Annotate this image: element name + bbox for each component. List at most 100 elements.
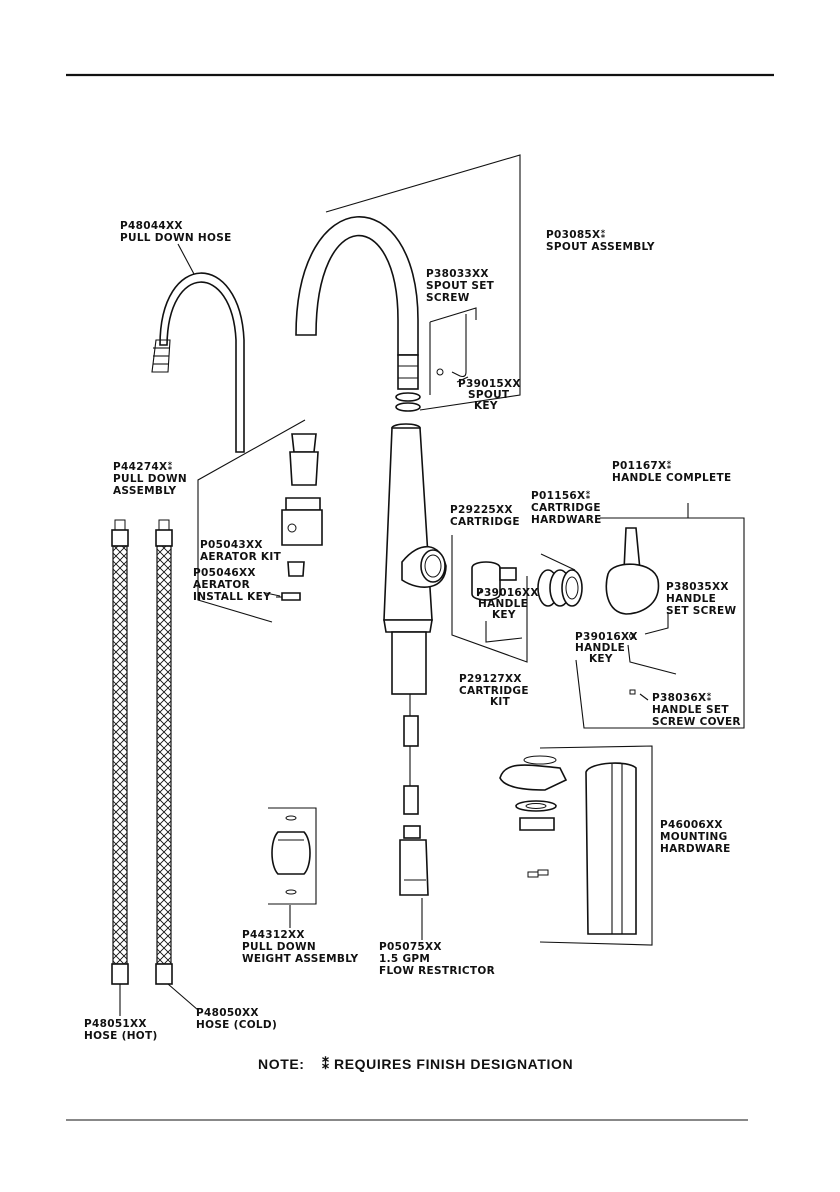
label-handle-key-2: P39016XX HANDLE KEY bbox=[575, 631, 638, 665]
label-pull-down-hose: P48044XX PULL DOWN HOSE bbox=[120, 220, 232, 244]
svg-text:HOSE (HOT): HOSE (HOT) bbox=[84, 1030, 158, 1042]
mounting-hardware-part bbox=[499, 755, 637, 935]
svg-text:HANDLE: HANDLE bbox=[666, 593, 716, 605]
spout-assembly-bracket bbox=[325, 154, 521, 411]
svg-text:PULL DOWN HOSE: PULL DOWN HOSE bbox=[120, 232, 232, 244]
cartridge-part bbox=[471, 561, 517, 601]
label-spout-assembly: P03085X⁑ SPOUT ASSEMBLY bbox=[546, 229, 655, 253]
label-handle-key-1: P39016XX HANDLE KEY bbox=[476, 587, 539, 621]
svg-text:AERATOR: AERATOR bbox=[193, 579, 250, 591]
svg-text:P01167X⁑: P01167X⁑ bbox=[612, 460, 672, 472]
pull-down-hose-part bbox=[151, 272, 245, 453]
handle-part bbox=[605, 527, 660, 615]
label-hose-cold: P48050XX HOSE (COLD) bbox=[196, 1007, 277, 1031]
label-cartridge-kit: P29127XX CARTRIDGE KIT bbox=[459, 673, 529, 708]
svg-text:P48050XX: P48050XX bbox=[196, 1007, 259, 1019]
svg-text:P03085X⁑: P03085X⁑ bbox=[546, 229, 606, 241]
handle-key-1-part bbox=[485, 621, 523, 643]
svg-text:HOSE (COLD): HOSE (COLD) bbox=[196, 1019, 277, 1031]
faucet-body-part bbox=[383, 423, 447, 896]
svg-text:P05075XX: P05075XX bbox=[379, 941, 442, 953]
svg-text:HANDLE: HANDLE bbox=[478, 598, 528, 610]
svg-text:CARTRIDGE: CARTRIDGE bbox=[531, 502, 601, 514]
svg-text:P39016XX: P39016XX bbox=[575, 631, 638, 643]
svg-text:CARTRIDGE: CARTRIDGE bbox=[459, 685, 529, 697]
label-flow-restrictor: P05075XX 1.5 GPM FLOW RESTRICTOR bbox=[379, 941, 495, 977]
aerator-key-part bbox=[276, 592, 301, 601]
svg-text:P29225XX: P29225XX bbox=[450, 504, 513, 516]
svg-text:HANDLE SET: HANDLE SET bbox=[652, 704, 729, 716]
svg-text:FLOW RESTRICTOR: FLOW RESTRICTOR bbox=[379, 965, 495, 977]
spout-set-screw-part bbox=[436, 368, 444, 376]
svg-text:SPOUT SET: SPOUT SET bbox=[426, 280, 495, 292]
svg-text:SPOUT: SPOUT bbox=[468, 389, 510, 401]
svg-text:CARTRIDGE: CARTRIDGE bbox=[450, 516, 520, 528]
svg-text:P29127XX: P29127XX bbox=[459, 673, 522, 685]
handle-complete-bracket bbox=[575, 517, 745, 729]
svg-text:P46006XX: P46006XX bbox=[660, 819, 723, 831]
pull-down-assembly-bracket bbox=[197, 419, 306, 623]
svg-text:SCREW COVER: SCREW COVER bbox=[652, 716, 741, 728]
svg-text:AERATOR KIT: AERATOR KIT bbox=[200, 551, 282, 563]
weight-bracket bbox=[268, 807, 317, 905]
svg-text:PULL DOWN: PULL DOWN bbox=[242, 941, 316, 953]
weight-part bbox=[271, 815, 311, 895]
svg-text:P44312XX: P44312XX bbox=[242, 929, 305, 941]
handle-set-screw-leader bbox=[644, 612, 669, 635]
label-handle-complete: P01167X⁑ HANDLE COMPLETE bbox=[612, 460, 731, 484]
svg-text:P44274X⁑: P44274X⁑ bbox=[113, 461, 173, 473]
label-handle-set-screw-cover: P38036X⁑ HANDLE SET SCREW COVER bbox=[652, 692, 741, 728]
svg-text:SET SCREW: SET SCREW bbox=[666, 605, 736, 617]
label-weight-assembly: P44312XX PULL DOWN WEIGHT ASSEMBLY bbox=[242, 929, 359, 965]
label-cartridge-hardware: P01156X⁑ CARTRIDGE HARDWARE bbox=[531, 490, 602, 526]
label-cartridge: P29225XX CARTRIDGE bbox=[450, 504, 520, 528]
spout-part bbox=[295, 216, 421, 412]
svg-text:P38033XX: P38033XX bbox=[426, 268, 489, 280]
label-handle-set-screw: P38035XX HANDLE SET SCREW bbox=[666, 581, 736, 617]
leader-hose-cold bbox=[167, 983, 199, 1011]
svg-text:MOUNTING: MOUNTING bbox=[660, 831, 728, 843]
svg-text:P05046XX: P05046XX bbox=[193, 567, 256, 579]
label-pull-down-assembly: P44274X⁑ PULL DOWN ASSEMBLY bbox=[113, 461, 187, 497]
svg-text:NOTE:: NOTE: bbox=[258, 1056, 305, 1072]
leader-pull-down-hose bbox=[177, 243, 195, 275]
svg-text:KIT: KIT bbox=[490, 696, 511, 708]
label-spout-key: P39015XX SPOUT KEY bbox=[458, 378, 521, 412]
handle-key-2-part bbox=[627, 644, 677, 675]
svg-text:KEY: KEY bbox=[474, 400, 498, 412]
svg-text:REQUIRES FINISH DESIGNATION: REQUIRES FINISH DESIGNATION bbox=[334, 1056, 573, 1072]
aerator-part bbox=[287, 561, 305, 577]
svg-text:⁑: ⁑ bbox=[322, 1055, 330, 1072]
svg-text:KEY: KEY bbox=[492, 609, 516, 621]
svg-text:ASSEMBLY: ASSEMBLY bbox=[113, 485, 177, 497]
svg-text:1.5 GPM: 1.5 GPM bbox=[379, 953, 430, 965]
svg-text:HARDWARE: HARDWARE bbox=[660, 843, 731, 855]
label-aerator-kit: P05043XX AERATOR KIT bbox=[200, 539, 282, 563]
cartridge-hardware-part bbox=[537, 569, 583, 607]
svg-text:P39015XX: P39015XX bbox=[458, 378, 521, 390]
finish-designation-note: NOTE: ⁑ REQUIRES FINISH DESIGNATION bbox=[258, 1055, 573, 1072]
sprayhead-part bbox=[281, 433, 323, 546]
hose-cold-part bbox=[155, 519, 173, 985]
svg-text:P48044XX: P48044XX bbox=[120, 220, 183, 232]
svg-text:WEIGHT ASSEMBLY: WEIGHT ASSEMBLY bbox=[242, 953, 359, 965]
spout-screw-bracket bbox=[429, 307, 477, 323]
label-aerator-install-key: P05046XX AERATOR INSTALL KEY bbox=[193, 567, 271, 603]
svg-text:HARDWARE: HARDWARE bbox=[531, 514, 602, 526]
hose-hot-part bbox=[111, 519, 129, 985]
label-mounting-hardware: P46006XX MOUNTING HARDWARE bbox=[660, 819, 731, 855]
label-hose-hot: P48051XX HOSE (HOT) bbox=[84, 1018, 158, 1042]
svg-text:P48051XX: P48051XX bbox=[84, 1018, 147, 1030]
svg-text:P05043XX: P05043XX bbox=[200, 539, 263, 551]
svg-text:HANDLE COMPLETE: HANDLE COMPLETE bbox=[612, 472, 731, 484]
svg-text:P39016XX: P39016XX bbox=[476, 587, 539, 599]
svg-text:SCREW: SCREW bbox=[426, 292, 470, 304]
mounting-hardware-bracket bbox=[539, 745, 653, 946]
svg-text:P38036X⁑: P38036X⁑ bbox=[652, 692, 712, 704]
cartridge-kit-bracket bbox=[451, 535, 528, 663]
handle-set-screw-cover-part bbox=[629, 689, 636, 695]
handle-set-screw-part bbox=[629, 633, 635, 639]
svg-text:INSTALL KEY: INSTALL KEY bbox=[193, 591, 271, 603]
svg-text:P01156X⁑: P01156X⁑ bbox=[531, 490, 591, 502]
